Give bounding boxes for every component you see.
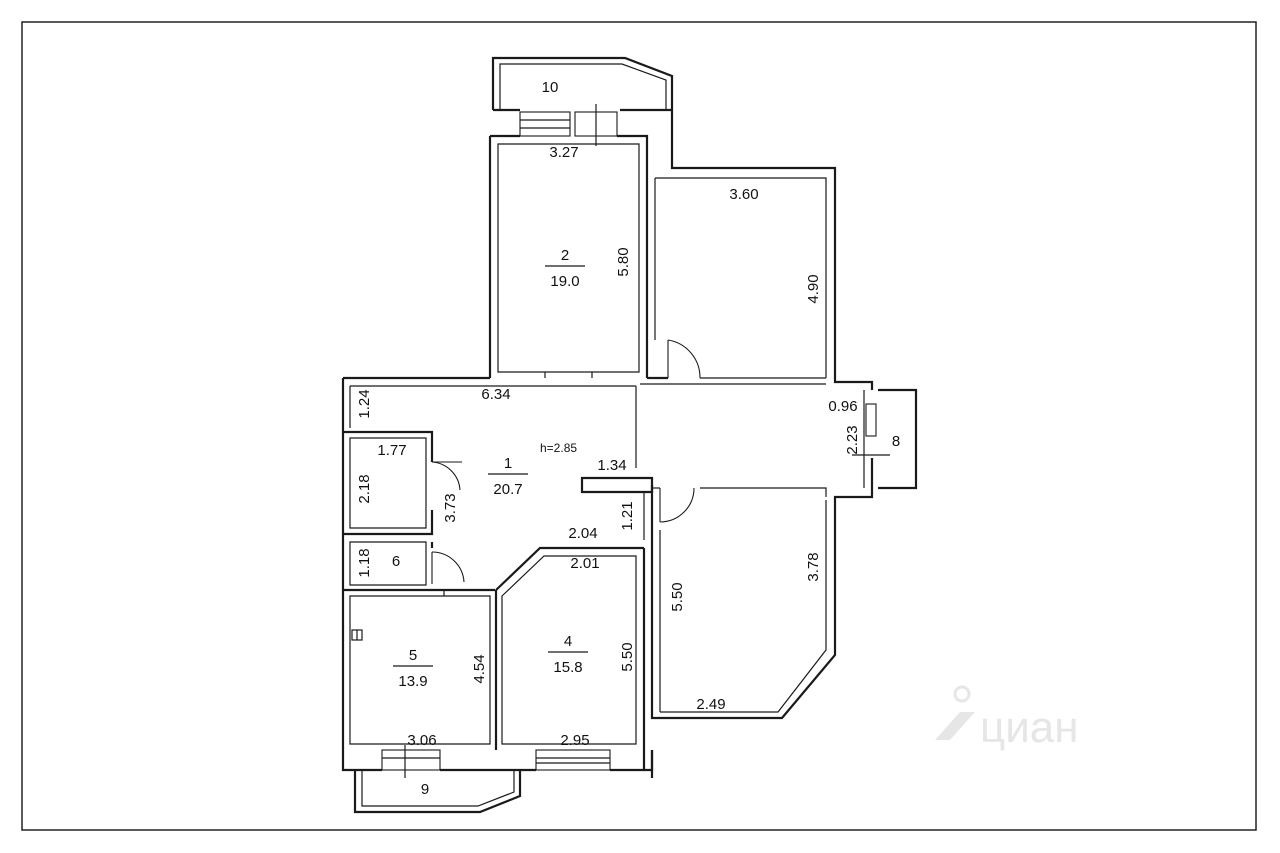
- window-balcony-10: [519, 104, 618, 146]
- door-closet: [431, 461, 462, 491]
- window-room-4: [535, 749, 611, 771]
- dim-4-54: 4.54: [471, 654, 488, 683]
- dim-5-50-room-4: 5.50: [619, 642, 636, 671]
- drawing-frame: [21, 21, 1257, 831]
- room-6-walls: [343, 541, 495, 592]
- door-room-3: [667, 339, 701, 379]
- dim-1-24: 1.24: [356, 389, 373, 418]
- room-4-walls: [443, 546, 646, 770]
- dim-3-73: 3.73: [442, 493, 459, 522]
- corridor-walls: [640, 383, 865, 497]
- dim-3-78: 3.78: [805, 552, 822, 581]
- room-5-area: 13.9: [398, 673, 427, 690]
- room-5-number: 5: [409, 647, 417, 664]
- dim-2-04: 2.04: [568, 525, 597, 542]
- watermark-logo-icon: [935, 712, 975, 740]
- dim-0-96: 0.96: [828, 398, 857, 415]
- room-3-walls: [647, 177, 827, 380]
- room-5-walls: [349, 590, 498, 750]
- room-7-walls: [659, 500, 827, 713]
- room-1-area: 20.7: [493, 481, 522, 498]
- window-room-5: [381, 745, 441, 778]
- dim-3-27: 3.27: [549, 144, 578, 161]
- room-2-area: 19.0: [550, 273, 579, 290]
- dim-4-90: 4.90: [805, 274, 822, 303]
- dim-3-60: 3.60: [729, 186, 758, 203]
- dim-3-06: 3.06: [407, 732, 436, 749]
- ceiling-height: h=2.85: [540, 441, 577, 455]
- room-4-number: 4: [564, 633, 572, 650]
- watermark-logo-dot-icon: [953, 685, 971, 703]
- dim-2-49: 2.49: [696, 696, 725, 713]
- dim-2-95: 2.95: [560, 732, 589, 749]
- closet-walls: [343, 430, 434, 536]
- outer-walls: [341, 110, 874, 778]
- watermark: циан: [935, 685, 1079, 752]
- room-8-number: 8: [892, 433, 900, 450]
- balcony-10: [491, 56, 674, 112]
- dim-6-34: 6.34: [481, 386, 510, 403]
- room-2-walls: [497, 143, 640, 378]
- dim-2-18: 2.18: [356, 474, 373, 503]
- dim-1-18: 1.18: [356, 548, 373, 577]
- balcony-9: [353, 770, 522, 814]
- dim-2-01: 2.01: [570, 555, 599, 572]
- dim-5-80: 5.80: [615, 247, 632, 276]
- door-room-6: [431, 551, 465, 584]
- room-10-number: 10: [542, 79, 559, 96]
- dimension-labels: 3.27 5.80 3.60 4.90 6.34 1.24 0.96 2.23 …: [356, 144, 861, 749]
- room-9-number: 9: [421, 781, 429, 798]
- dim-5-50-room-7: 5.50: [669, 582, 686, 611]
- dim-2-23: 2.23: [844, 425, 861, 454]
- dim-1-34: 1.34: [597, 457, 626, 474]
- room-labels: 2 19.0 1 20.7 h=2.85 4 15.8 5 13.9 6 8 9…: [392, 79, 900, 798]
- watermark-text: циан: [980, 703, 1079, 752]
- dim-1-21: 1.21: [619, 501, 636, 530]
- balcony-8: [852, 388, 918, 490]
- room-4-area: 15.8: [553, 659, 582, 676]
- dim-1-77: 1.77: [377, 442, 406, 459]
- room-1-number: 1: [504, 455, 512, 472]
- door-room-7: [659, 487, 695, 523]
- room-6-number: 6: [392, 553, 400, 570]
- room-2-number: 2: [561, 247, 569, 264]
- room-1-walls: [349, 385, 654, 540]
